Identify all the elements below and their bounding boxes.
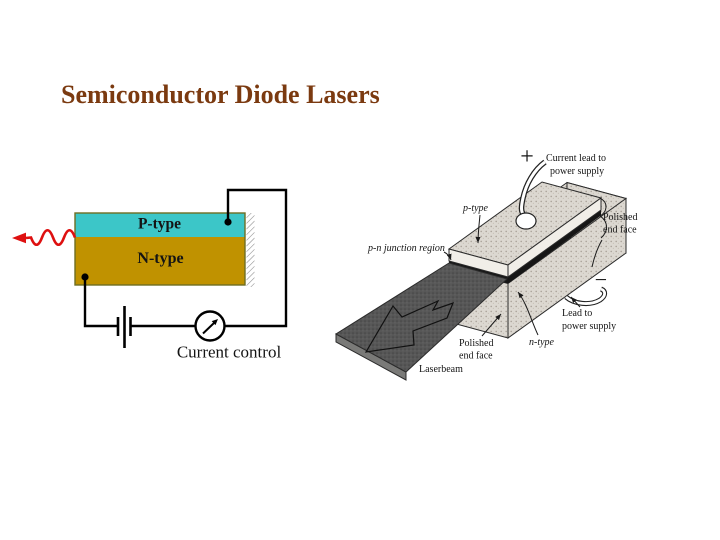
- laser-beam-ribbon: [335, 262, 509, 381]
- beam-direction-arrow: [364, 299, 455, 353]
- beam-top-face: [335, 262, 509, 373]
- polished-front-label-1: Polished: [459, 338, 493, 349]
- polished-right-leader: [599, 197, 607, 239]
- p-type-label: P-type: [138, 216, 181, 233]
- battery-icon: [116, 306, 132, 348]
- contact-dot-top: [224, 218, 232, 226]
- p-type-arrow: [475, 214, 481, 244]
- polished-right-label-2: end face: [603, 225, 637, 236]
- diode-laser-illustration: + Current lead to power supply p-type Po…: [335, 144, 637, 381]
- slide-title: Semiconductor Diode Lasers: [61, 80, 380, 109]
- lead-label-1: Lead to: [562, 308, 592, 319]
- laser-wave-arrow: [12, 229, 77, 246]
- lead-arrow: [570, 296, 581, 308]
- n-type-label: N-type: [137, 250, 183, 267]
- p-type-region: [75, 213, 245, 237]
- contact-blob: [515, 212, 537, 230]
- current-control-label: Current control: [177, 343, 282, 362]
- polished-right-label-1: Polished: [603, 212, 637, 223]
- wire-bottom: [83, 277, 118, 328]
- polished-right-leader2: [591, 239, 603, 268]
- current-meter-icon: [194, 310, 226, 342]
- top-contact-wire: [515, 159, 547, 230]
- laser-wave-arrowhead: [12, 232, 26, 244]
- p-type-label: p-type: [462, 203, 489, 214]
- n-type-label: n-type: [529, 337, 555, 348]
- minus-sign: −: [595, 267, 607, 292]
- polished-front-label-2: end face: [459, 351, 493, 362]
- chip-outline: [74, 212, 246, 286]
- laserbeam-label: Laserbeam: [419, 364, 463, 375]
- p-slab-side-face: [507, 197, 602, 278]
- junction-side-band: [508, 210, 601, 284]
- pn-junction-arrow: [443, 251, 452, 261]
- n-type-region: [75, 237, 245, 285]
- leader-arrows: [443, 197, 607, 337]
- plus-sign: +: [520, 144, 534, 170]
- lead-label-2: power supply: [562, 321, 616, 332]
- laser-wave: [25, 229, 77, 246]
- current-lead-label-2: power supply: [550, 166, 604, 177]
- polished-front-arrow: [481, 313, 502, 337]
- n-type-arrow: [517, 291, 539, 336]
- circuit-wires: [83, 188, 288, 328]
- contact-dot-bottom: [81, 273, 89, 281]
- laser-chip: P-type N-type: [74, 212, 255, 287]
- diode-laser-schematic: P-type N-type Current control: [12, 188, 288, 362]
- pn-junction-label: p-n junction region: [367, 243, 445, 254]
- current-lead-label-1: Current lead to: [546, 153, 606, 164]
- mirror-hatch: [246, 213, 255, 287]
- wire-top: [224, 188, 288, 328]
